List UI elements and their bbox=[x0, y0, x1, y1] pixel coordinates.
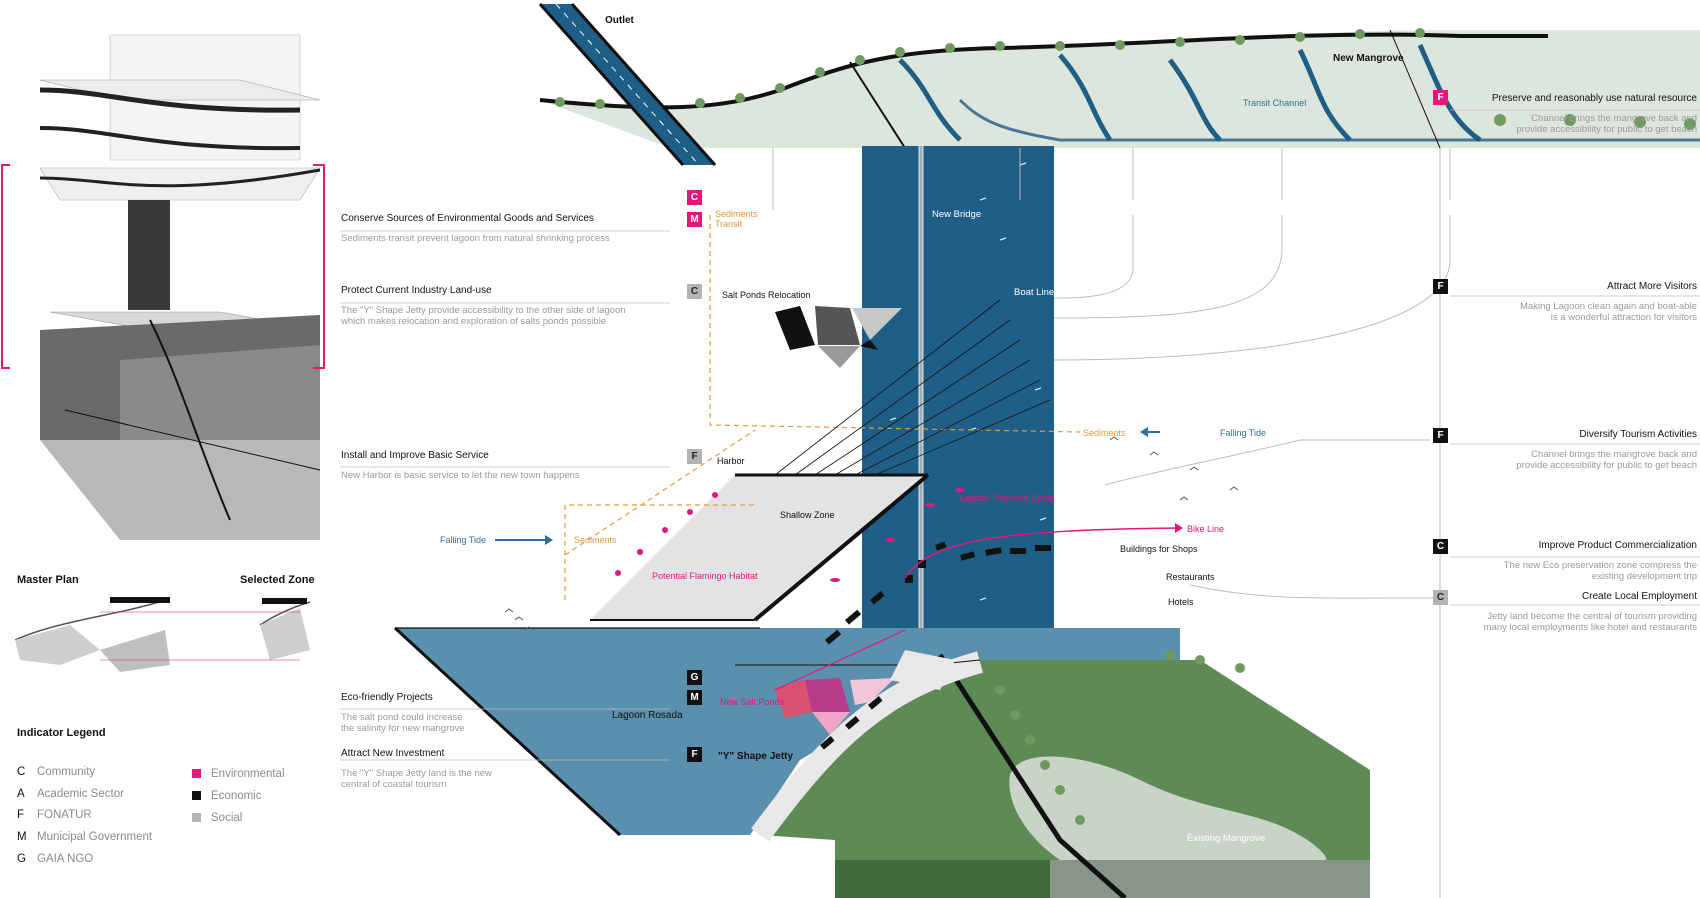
indicator-preserve-title: Preserve and reasonably use natural reso… bbox=[1491, 93, 1697, 104]
label-potential-flamingo-habitat: Potential Flamingo Habitat bbox=[652, 571, 758, 581]
indicator-commerce-title: Improve Product Commercialization bbox=[1538, 540, 1697, 551]
badge-f-economic-tourism: F bbox=[1433, 428, 1448, 443]
master-plan-strip bbox=[14, 597, 311, 672]
label-y-shape-jetty: "Y" Shape Jetty bbox=[718, 751, 794, 762]
badge-c-economic: C bbox=[1433, 539, 1448, 554]
badge-m-environmental: M bbox=[687, 212, 702, 227]
environmental-swatch bbox=[192, 769, 201, 779]
label-sediments-transit: Sediments Transit bbox=[715, 209, 758, 229]
badge-f-economic: F bbox=[687, 747, 702, 762]
central-channel bbox=[862, 146, 1054, 638]
label-salt-ponds-relocation: Salt Ponds Relocation bbox=[722, 290, 811, 300]
label-buildings-for-shops: Buildings for Shops bbox=[1120, 544, 1198, 554]
indicator-employment-desc: Jetty land become the central of tourism… bbox=[1483, 611, 1697, 633]
label-boat-line: Boat Line bbox=[1014, 287, 1055, 298]
indicator-employment-title: Create Local Employment bbox=[1581, 591, 1697, 602]
birds bbox=[504, 436, 1239, 631]
badge-c-social: C bbox=[687, 284, 702, 299]
economic-swatch bbox=[192, 791, 201, 801]
badge-f-social: F bbox=[687, 449, 702, 464]
label-sediments-left: Sediments bbox=[574, 535, 617, 545]
indicator-eco-desc: The salt pond could increase the salinit… bbox=[341, 712, 465, 734]
indicator-eco-title: Eco-friendly Projects bbox=[341, 692, 433, 703]
existing-mangrove-land bbox=[751, 650, 1370, 898]
y-shape-jetty bbox=[735, 650, 981, 690]
badge-f-economic-visitors: F bbox=[1433, 279, 1448, 294]
legend-type-social: Social bbox=[192, 812, 242, 824]
badge-c-social-employment: C bbox=[1433, 590, 1448, 605]
label-restaurants: Restaurants bbox=[1166, 572, 1215, 582]
indicator-conserve-desc: Sediments transit prevent lagoon from na… bbox=[341, 233, 610, 244]
indicator-service-title: Install and Improve Basic Service bbox=[341, 450, 489, 461]
indicator-visitors-desc: Making Lagoon clean again and boat-able … bbox=[1520, 301, 1697, 323]
flamingo-markers bbox=[615, 488, 965, 582]
legend-type-economic: Economic bbox=[192, 790, 262, 802]
label-new-bridge: New Bridge bbox=[932, 209, 982, 220]
selected-zone-label: Selected Zone bbox=[240, 574, 315, 586]
exploded-axonometric bbox=[1, 34, 325, 540]
label-shallow-zone: Shallow Zone bbox=[780, 510, 835, 520]
indicator-tourism-desc: Channel brings the mangrove back and pro… bbox=[1516, 449, 1697, 471]
lagoon-rosada bbox=[393, 626, 1180, 837]
new-salt-ponds bbox=[775, 678, 895, 735]
badge-m-economic: M bbox=[687, 690, 702, 705]
badge-g-economic: G bbox=[687, 670, 702, 685]
master-plan-label: Master Plan bbox=[17, 574, 79, 586]
label-existing-mangrove: Existing Mangrove bbox=[1187, 833, 1266, 844]
outlet-channel bbox=[538, 3, 717, 166]
indicator-visitors-title: Attract More Visitors bbox=[1607, 281, 1697, 292]
label-lagoon-overlook-spots: Lagoon Overlook Spots bbox=[960, 493, 1055, 503]
label-falling-tide-right: Falling Tide bbox=[1220, 428, 1267, 438]
indicator-investment-title: Attract New Investment bbox=[341, 748, 445, 759]
building-blocks bbox=[819, 541, 1051, 750]
indicator-preserve-desc: Channel brings the mangrove back and pro… bbox=[1516, 113, 1697, 135]
indicator-commerce-desc: The new Eco preservation zone compress t… bbox=[1503, 560, 1697, 582]
legend-title: Indicator Legend bbox=[17, 727, 106, 739]
label-new-salt-ponds: New Salt Ponds bbox=[720, 697, 785, 707]
indicator-tourism-title: Diversify Tourism Activities bbox=[1579, 429, 1697, 440]
indicator-conserve-title: Conserve Sources of Environmental Goods … bbox=[341, 213, 594, 224]
label-bike-line: Bike Line bbox=[1187, 524, 1225, 534]
label-hotels: Hotels bbox=[1168, 597, 1194, 607]
indicator-investment-desc: The "Y" Shape Jetty land is the new cent… bbox=[341, 768, 492, 790]
label-harbor: Harbor bbox=[717, 456, 745, 466]
label-falling-tide-left: Falling Tide bbox=[440, 535, 487, 545]
social-swatch bbox=[192, 813, 201, 823]
label-transit-channel: Transit Channel bbox=[1243, 98, 1307, 108]
indicator-rules bbox=[340, 109, 1700, 761]
label-lagoon-rosada: Lagoon Rosada bbox=[612, 710, 683, 721]
indicator-industry-desc: The "Y" Shape Jetty provide accessibilit… bbox=[341, 305, 626, 327]
label-new-mangrove: New Mangrove bbox=[1333, 53, 1404, 64]
shallow-zone bbox=[590, 473, 930, 622]
label-outlet: Outlet bbox=[605, 15, 634, 26]
label-sediments-right: Sediments bbox=[1083, 428, 1126, 438]
indicator-industry-title: Protect Current Industry Land-use bbox=[341, 285, 492, 296]
badge-c-environmental: C bbox=[687, 190, 702, 205]
salt-ponds-relocation bbox=[775, 306, 902, 368]
badge-f-environmental: F bbox=[1433, 90, 1448, 105]
indicator-service-desc: New Harbor is basic service to let the n… bbox=[341, 470, 580, 481]
legend-type-environmental: Environmental bbox=[192, 768, 285, 780]
